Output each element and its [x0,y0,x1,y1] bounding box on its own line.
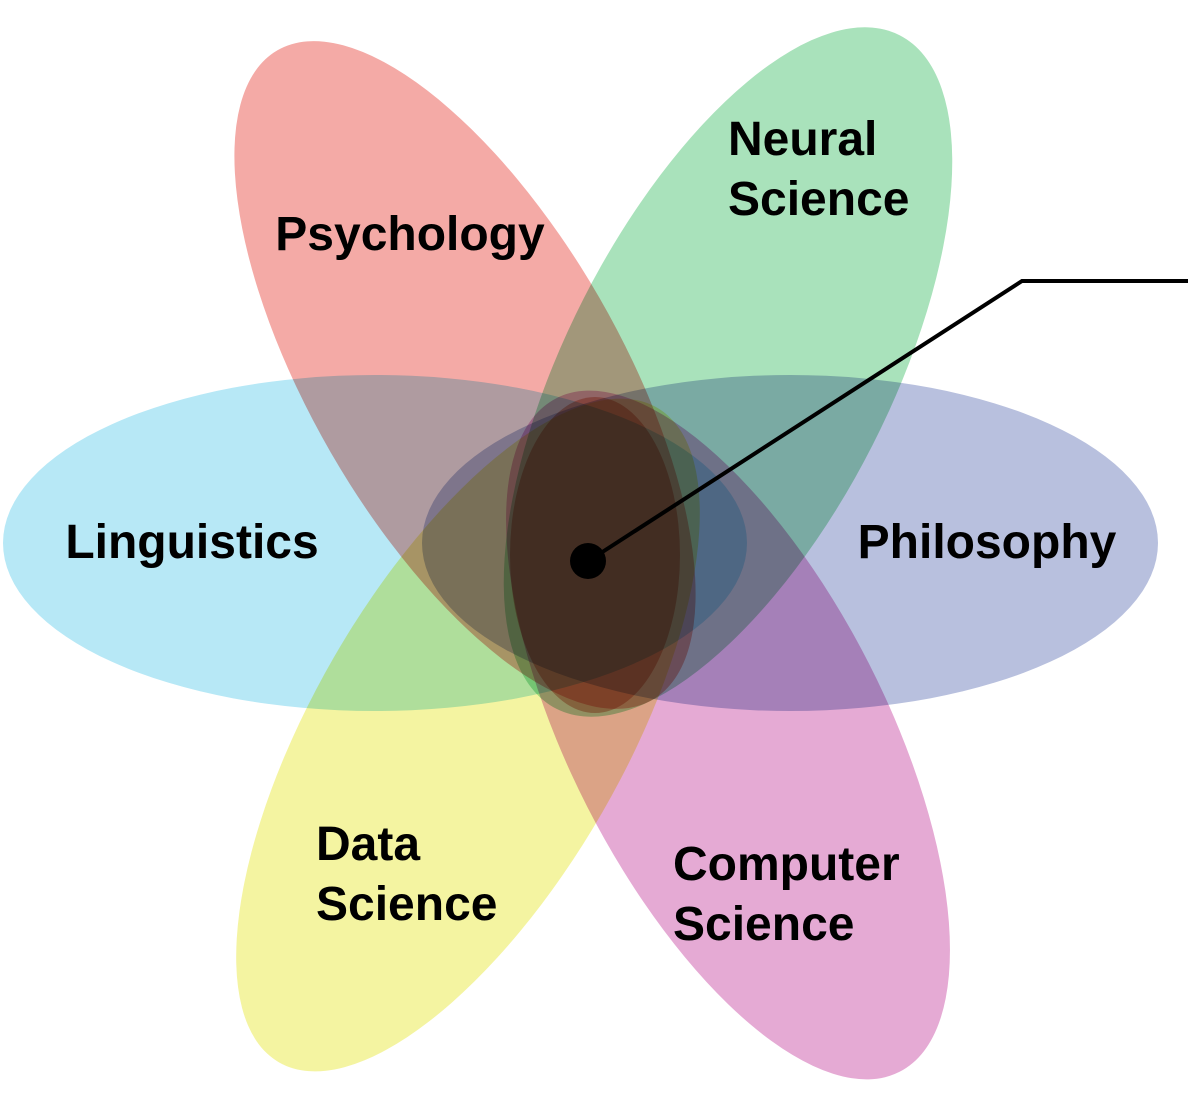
pointer-callout [570,279,1188,579]
pointer-dot [570,543,606,579]
labels-layer: Psychology Neural Science Linguistics Ph… [65,113,1116,951]
label-computer-science: Computer Science [673,838,913,951]
label-data-science: Data Science [316,818,497,931]
label-psychology: Psychology [275,208,545,261]
petals-layer [3,27,1158,1080]
label-neural-science: Neural Science [728,113,909,226]
label-linguistics: Linguistics [65,516,318,569]
label-philosophy: Philosophy [858,516,1117,569]
pointer-line [588,279,1188,562]
